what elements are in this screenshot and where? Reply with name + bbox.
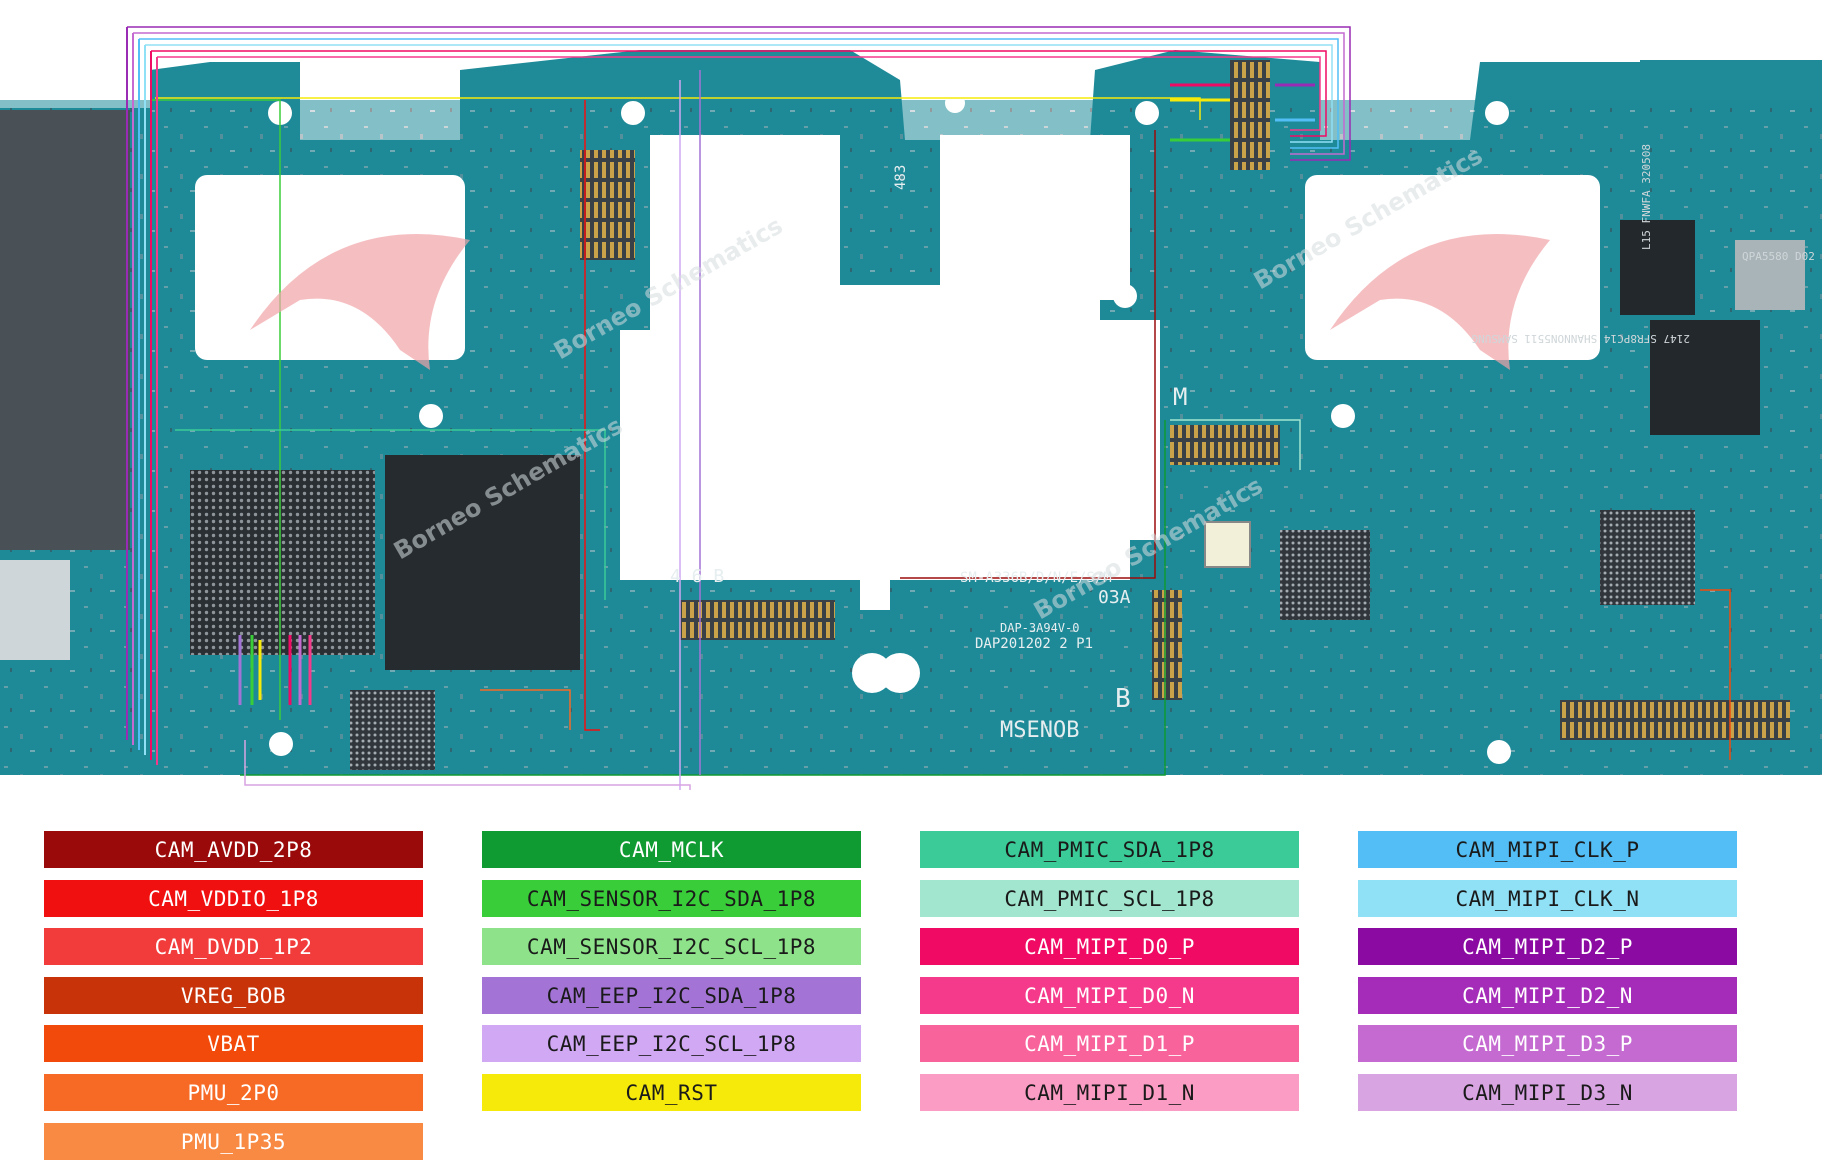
silk-03a: 03A [1098,587,1131,608]
silk-dap-2: DAP201202 2 P1 [975,636,1093,652]
trace-bundle-bottom [238,635,312,705]
silk-dap: DAP-3A94V-0 [1000,621,1079,635]
legend-item: CAM_MIPI_CLK_P [1358,831,1737,868]
legend-item: CAM_MCLK [482,831,861,868]
sim-tray-connector [0,110,130,660]
legend-item: CAM_AVDD_2P8 [44,831,423,868]
silk-483: 483 [893,165,909,190]
memory-chip [385,455,580,670]
silk-msenob: MSENOB [1000,718,1079,743]
chip-markings: L15 FNWFA 320508 QPA5580 D02 F149 WCL 21… [1471,144,1822,345]
silkscreen-labels: 4 6 B SM-A336B/D/N/E/S/M 03A DAP-3A94V-0… [670,165,1187,743]
camera-connector-top [1230,60,1270,170]
trace-bundle-top [1170,83,1315,142]
legend-item: CAM_SENSOR_I2C_SDA_1P8 [482,880,861,917]
legend-item: CAM_MIPI_D0_P [920,928,1299,965]
chip-marking-qpa: QPA5580 D02 F149 WCL [1742,250,1822,263]
legend-item: CAM_SENSOR_I2C_SCL_1P8 [482,928,861,965]
flash-led [1204,521,1251,568]
board-to-board-connector [580,150,635,260]
chip-marking-pa: L15 FNWFA 320508 [1640,144,1653,250]
flex-connector-mid [1170,425,1280,465]
legend-item: CAM_MIPI_D1_P [920,1025,1299,1062]
pmic-bga-chip [350,690,435,770]
flex-connector-side [1152,590,1182,700]
signal-traces [126,26,1731,790]
legend-item: CAM_MIPI_D2_N [1358,977,1737,1014]
silk-b: B [1115,684,1131,714]
qpa-chip [1735,240,1805,310]
legend-item: CAM_MIPI_D1_N [920,1074,1299,1111]
legend-item: CAM_EEP_I2C_SDA_1P8 [482,977,861,1014]
silk-m: M [1173,383,1187,411]
legend-item: CAM_EEP_I2C_SCL_1P8 [482,1025,861,1062]
legend-item: CAM_DVDD_1P2 [44,928,423,965]
legend-item: CAM_PMIC_SDA_1P8 [920,831,1299,868]
legend-item: CAM_RST [482,1074,861,1111]
camera-connector [680,600,835,640]
silk-model: SM-A336B/D/N/E/S/M [960,570,1112,586]
rf-bga-chip-left [1280,530,1370,620]
soc-bga-chip [190,470,375,655]
legend-item: PMU_2P0 [44,1074,423,1111]
trace-bundle-left [126,27,158,765]
legend-item: CAM_MIPI_D3_N [1358,1074,1737,1111]
chip-marking-modem: 2147 SFR8PC14 SHANNON5511 SAMSUNG [1471,332,1690,345]
pcb-board-diagram: 4 6 B SM-A336B/D/N/E/S/M 03A DAP-3A94V-0… [0,26,1822,790]
legend-item: CAM_MIPI_D3_P [1358,1025,1737,1062]
display-connector [1560,700,1790,740]
rf-bga-chip-right [1600,510,1695,605]
silk-4-6-b: 4 6 B [670,566,724,587]
legend-item: CAM_PMIC_SCL_1P8 [920,880,1299,917]
legend-item: CAM_MIPI_D0_N [920,977,1299,1014]
legend-item: PMU_1P35 [44,1123,423,1160]
watermark-logo [250,234,1550,370]
modem-chip [1650,320,1760,435]
legend-item: VBAT [44,1025,423,1062]
legend-item: CAM_MIPI_D2_P [1358,928,1737,965]
legend-item: CAM_VDDIO_1P8 [44,880,423,917]
legend-item: VREG_BOB [44,977,423,1014]
legend-item: CAM_MIPI_CLK_N [1358,880,1737,917]
pa-chip [1620,220,1695,315]
